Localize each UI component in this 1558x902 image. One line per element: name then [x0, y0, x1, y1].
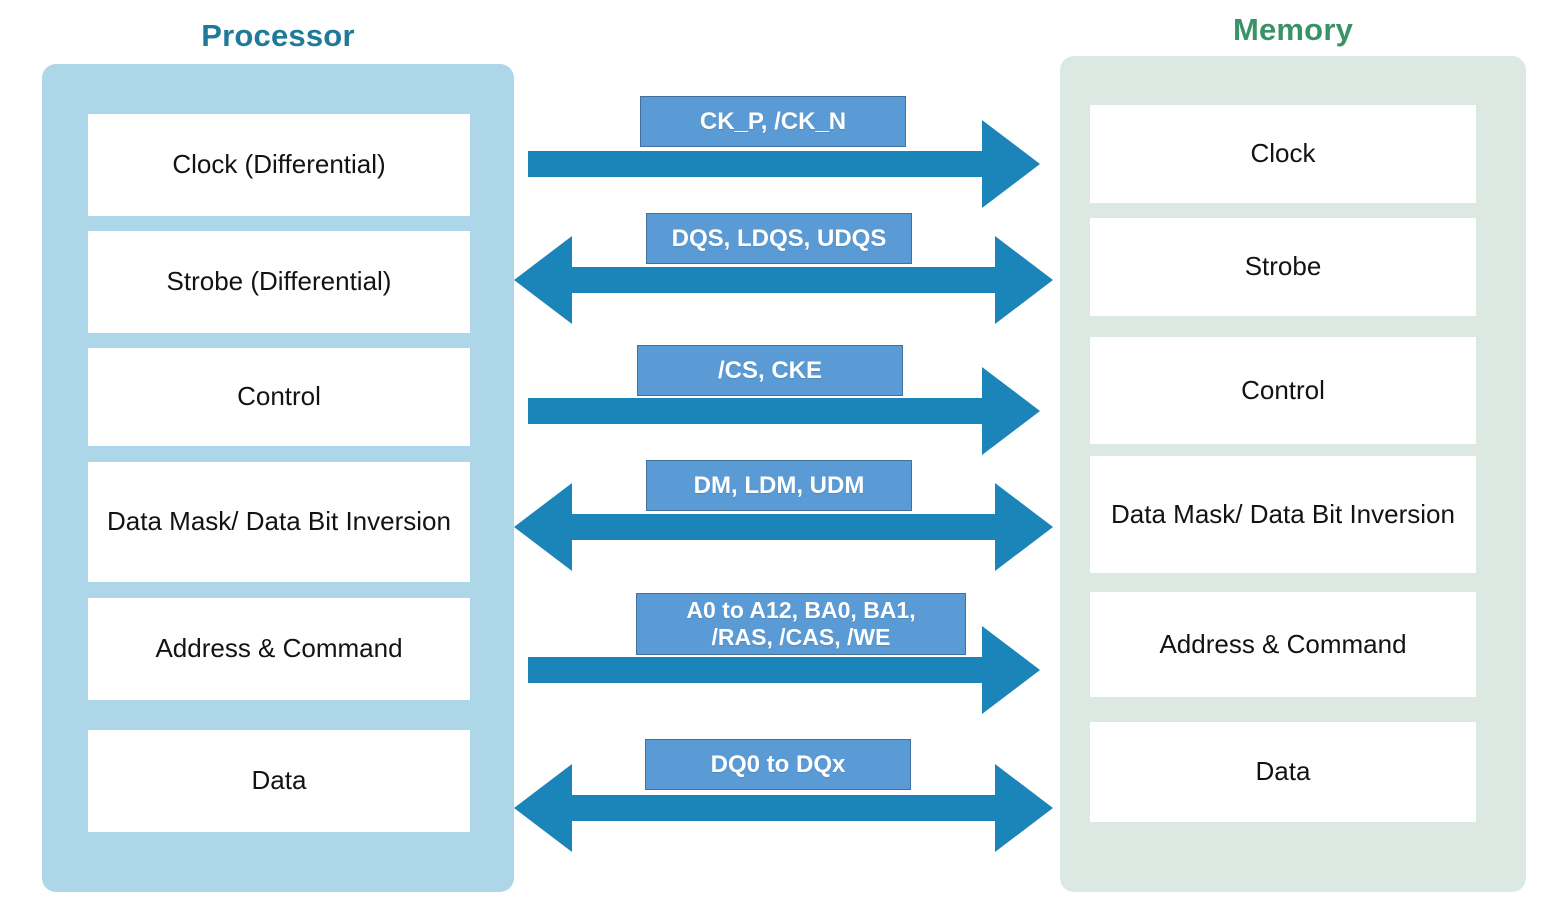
panel-row: Control [1090, 337, 1476, 444]
panel-row: Strobe [1090, 218, 1476, 316]
signal-label: /CS, CKE [637, 345, 903, 396]
signal-label: DQ0 to DQx [645, 739, 911, 790]
panel-row: Data [1090, 722, 1476, 822]
memory-title: Memory [1232, 12, 1354, 47]
panel-row: Data Mask/ Data Bit Inversion [88, 462, 470, 582]
panel-row: Clock [1090, 105, 1476, 203]
processor-title: Processor [201, 18, 355, 53]
signal-label: DQS, LDQS, UDQS [646, 213, 912, 264]
panel-row: Data [88, 730, 470, 832]
panel-row: Data Mask/ Data Bit Inversion [1090, 456, 1476, 573]
panel-row: Strobe (Differential) [88, 231, 470, 333]
processor-panel: Clock (Differential) Strobe (Differential… [42, 64, 514, 892]
panel-row: Control [88, 348, 470, 446]
panel-row: Clock (Differential) [88, 114, 470, 216]
panel-row: Address & Command [88, 598, 470, 700]
signal-label: CK_P, /CK_N [640, 96, 906, 147]
panel-row: Address & Command [1090, 592, 1476, 697]
signal-label: A0 to A12, BA0, BA1, /RAS, /CAS, /WE [636, 593, 966, 655]
signal-label: DM, LDM, UDM [646, 460, 912, 511]
